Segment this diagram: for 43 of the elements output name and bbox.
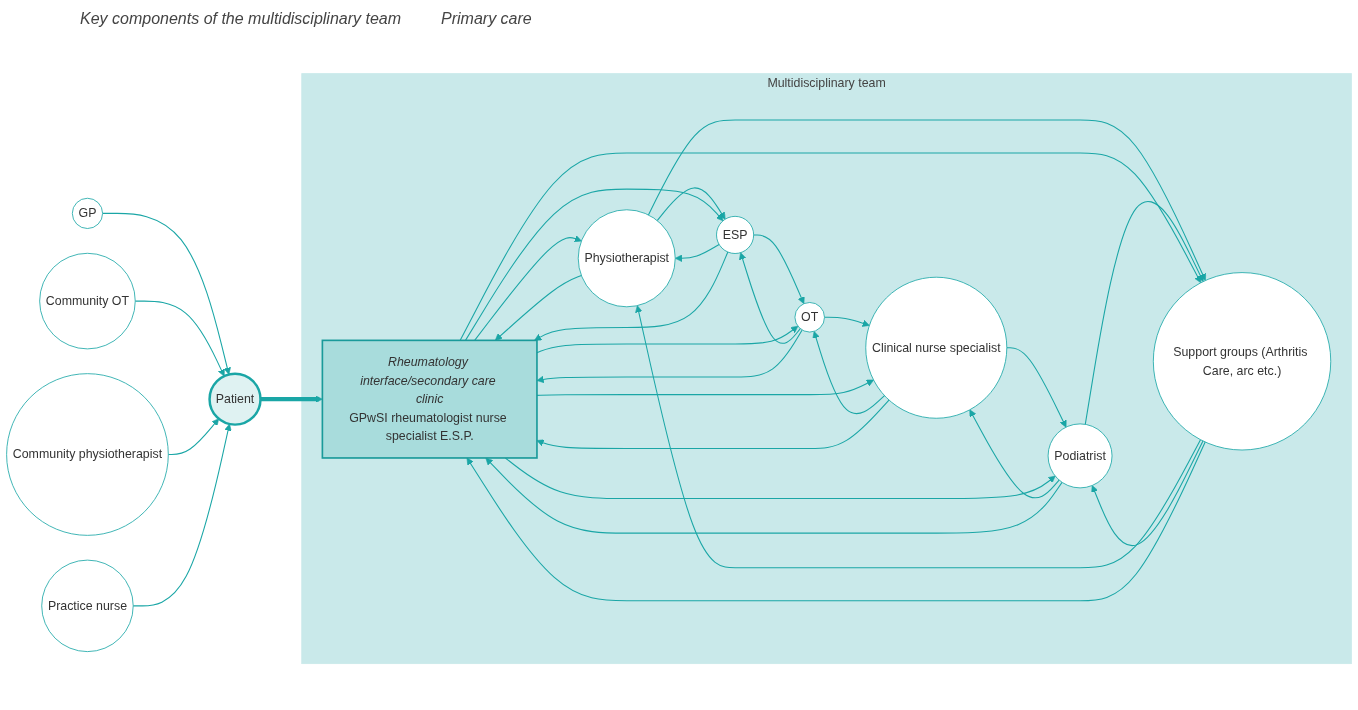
node-circle: OT xyxy=(794,302,825,333)
arrow xyxy=(495,275,582,342)
arrow xyxy=(260,395,323,404)
arrow xyxy=(1006,347,1067,428)
arrow xyxy=(474,235,582,342)
arrow xyxy=(635,305,1202,569)
node-circle: Patient xyxy=(208,372,262,427)
section-label: Primary care xyxy=(441,10,532,28)
arrow xyxy=(536,380,874,397)
arrow xyxy=(656,187,726,222)
arrow xyxy=(812,331,886,415)
arrow xyxy=(466,441,1206,602)
diagram-title: Key components of the multidisciplinary team xyxy=(80,10,402,28)
node-circle: Community OT xyxy=(39,253,136,350)
arrow xyxy=(753,234,805,305)
arrow xyxy=(132,424,232,607)
arrow xyxy=(536,399,890,450)
arrow xyxy=(647,119,1207,282)
arrow xyxy=(464,189,724,342)
node-circle: Clinical nurse specialist xyxy=(865,277,1008,420)
arrow xyxy=(485,458,1063,535)
arrow xyxy=(1084,201,1204,426)
node-circle: ESP xyxy=(716,216,755,255)
node-box: Rheumatology interface/secondary care clinic GPwSI rheumatologist nurse specialist E.S.P. xyxy=(321,339,538,460)
arrow xyxy=(969,409,1060,499)
node-circle: GP xyxy=(71,198,103,230)
arrow xyxy=(534,251,729,342)
arrow xyxy=(134,300,225,377)
arrow xyxy=(536,329,803,384)
node-circle: Podiatrist xyxy=(1047,423,1113,489)
arrow xyxy=(459,152,1202,342)
node-circle: Community physiotherapist xyxy=(6,373,169,537)
node-circle: Physiotherapist xyxy=(577,209,676,308)
arrow xyxy=(102,213,231,376)
arrow xyxy=(823,317,870,328)
arrow xyxy=(167,418,220,456)
node-circle: Support groups (Arthritis Care, arc etc.) xyxy=(1152,272,1332,451)
arrow xyxy=(674,244,720,263)
arrow xyxy=(739,252,801,345)
arrow xyxy=(1091,440,1204,547)
arrow xyxy=(504,457,1056,500)
node-circle: Practice nurse xyxy=(41,560,134,653)
arrow xyxy=(536,326,799,354)
